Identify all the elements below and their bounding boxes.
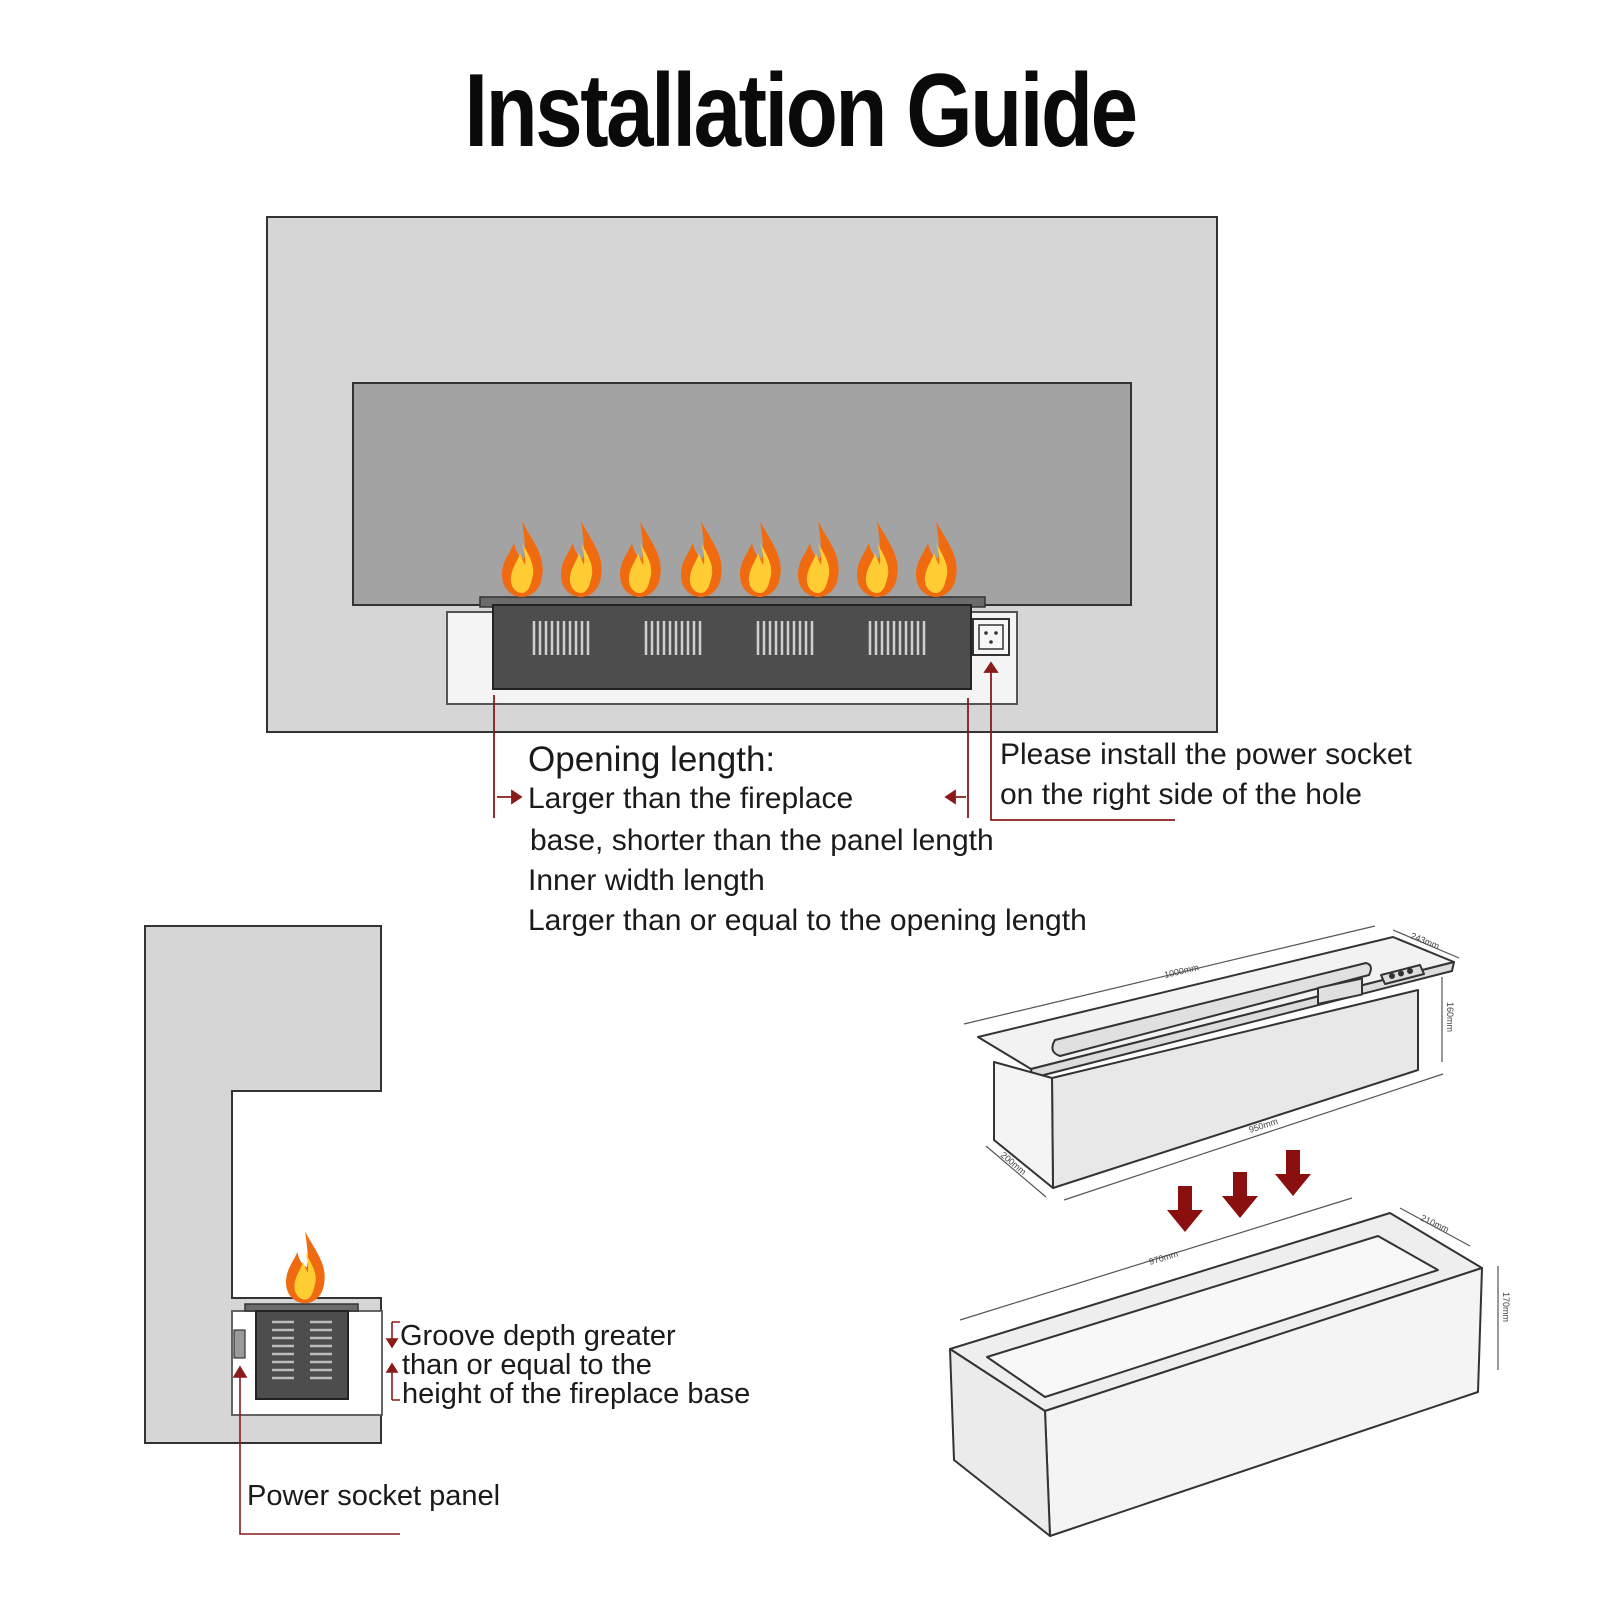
socket-leader (983, 661, 1175, 821)
insert-dimensions (963, 925, 1460, 1201)
box-dimensions (959, 1197, 1499, 1370)
inner-width-heading: Inner width length (528, 864, 765, 897)
opening-length-line-2: base, shorter than the panel length (530, 824, 994, 857)
socket-note-line-1: Please install the power socket (1000, 738, 1412, 771)
vent-grille-2 (644, 621, 702, 655)
groove-note-line-3: height of the fireplace base (402, 1378, 751, 1410)
side-burner-top (244, 1303, 359, 1312)
vent-grille-3 (756, 621, 814, 655)
opening-length-line-1: Larger than the fireplace (528, 782, 854, 815)
page-title: Installation Guide (464, 53, 1138, 169)
inner-width-line: Larger than or equal to the opening leng… (528, 904, 1087, 937)
opening-leaders (493, 695, 969, 818)
burner-base (492, 604, 972, 690)
groove-leaders (385, 1321, 400, 1401)
control-buttons (1380, 964, 1425, 985)
side-view (144, 925, 383, 1444)
groove-note-line-2: than or equal to the (402, 1349, 652, 1381)
burner-insert (977, 936, 1455, 1189)
display-window (1317, 977, 1363, 1005)
fuel-slot (1051, 962, 1372, 1057)
dim-slot-depth: 210mm (1419, 1213, 1450, 1235)
down-arrows (1167, 1150, 1311, 1232)
down-arrow-icon (1167, 1186, 1203, 1232)
dim-height: 160mm (1445, 1002, 1455, 1032)
groove-note-line-1: Groove depth greater (400, 1320, 676, 1352)
socket-note-line-2: on the right side of the hole (1000, 778, 1362, 811)
flame-icon (286, 1231, 325, 1304)
dim-top-length: 1000mm (1163, 962, 1199, 980)
box-slot (986, 1235, 1439, 1398)
insert-body-side (993, 1061, 1054, 1189)
dim-slot-height: 170mm (1501, 1292, 1511, 1322)
front-view (266, 216, 1218, 733)
power-socket (972, 618, 1010, 656)
vent-grille-4 (868, 621, 926, 655)
down-arrow-icon (1275, 1150, 1311, 1196)
socket-panel (233, 1329, 246, 1359)
side-vent (272, 1320, 332, 1380)
down-arrow-icon (1222, 1172, 1258, 1218)
power-socket-panel-label: Power socket panel (247, 1480, 501, 1512)
panel-leader (232, 1365, 400, 1535)
box-side (949, 1348, 1051, 1537)
vent-grille-1 (532, 621, 590, 655)
dim-slot-length: 970mm (1148, 1249, 1180, 1267)
side-burner-base (255, 1310, 349, 1400)
opening-length-heading: Opening length: (528, 740, 776, 779)
receiving-box (949, 1212, 1483, 1537)
